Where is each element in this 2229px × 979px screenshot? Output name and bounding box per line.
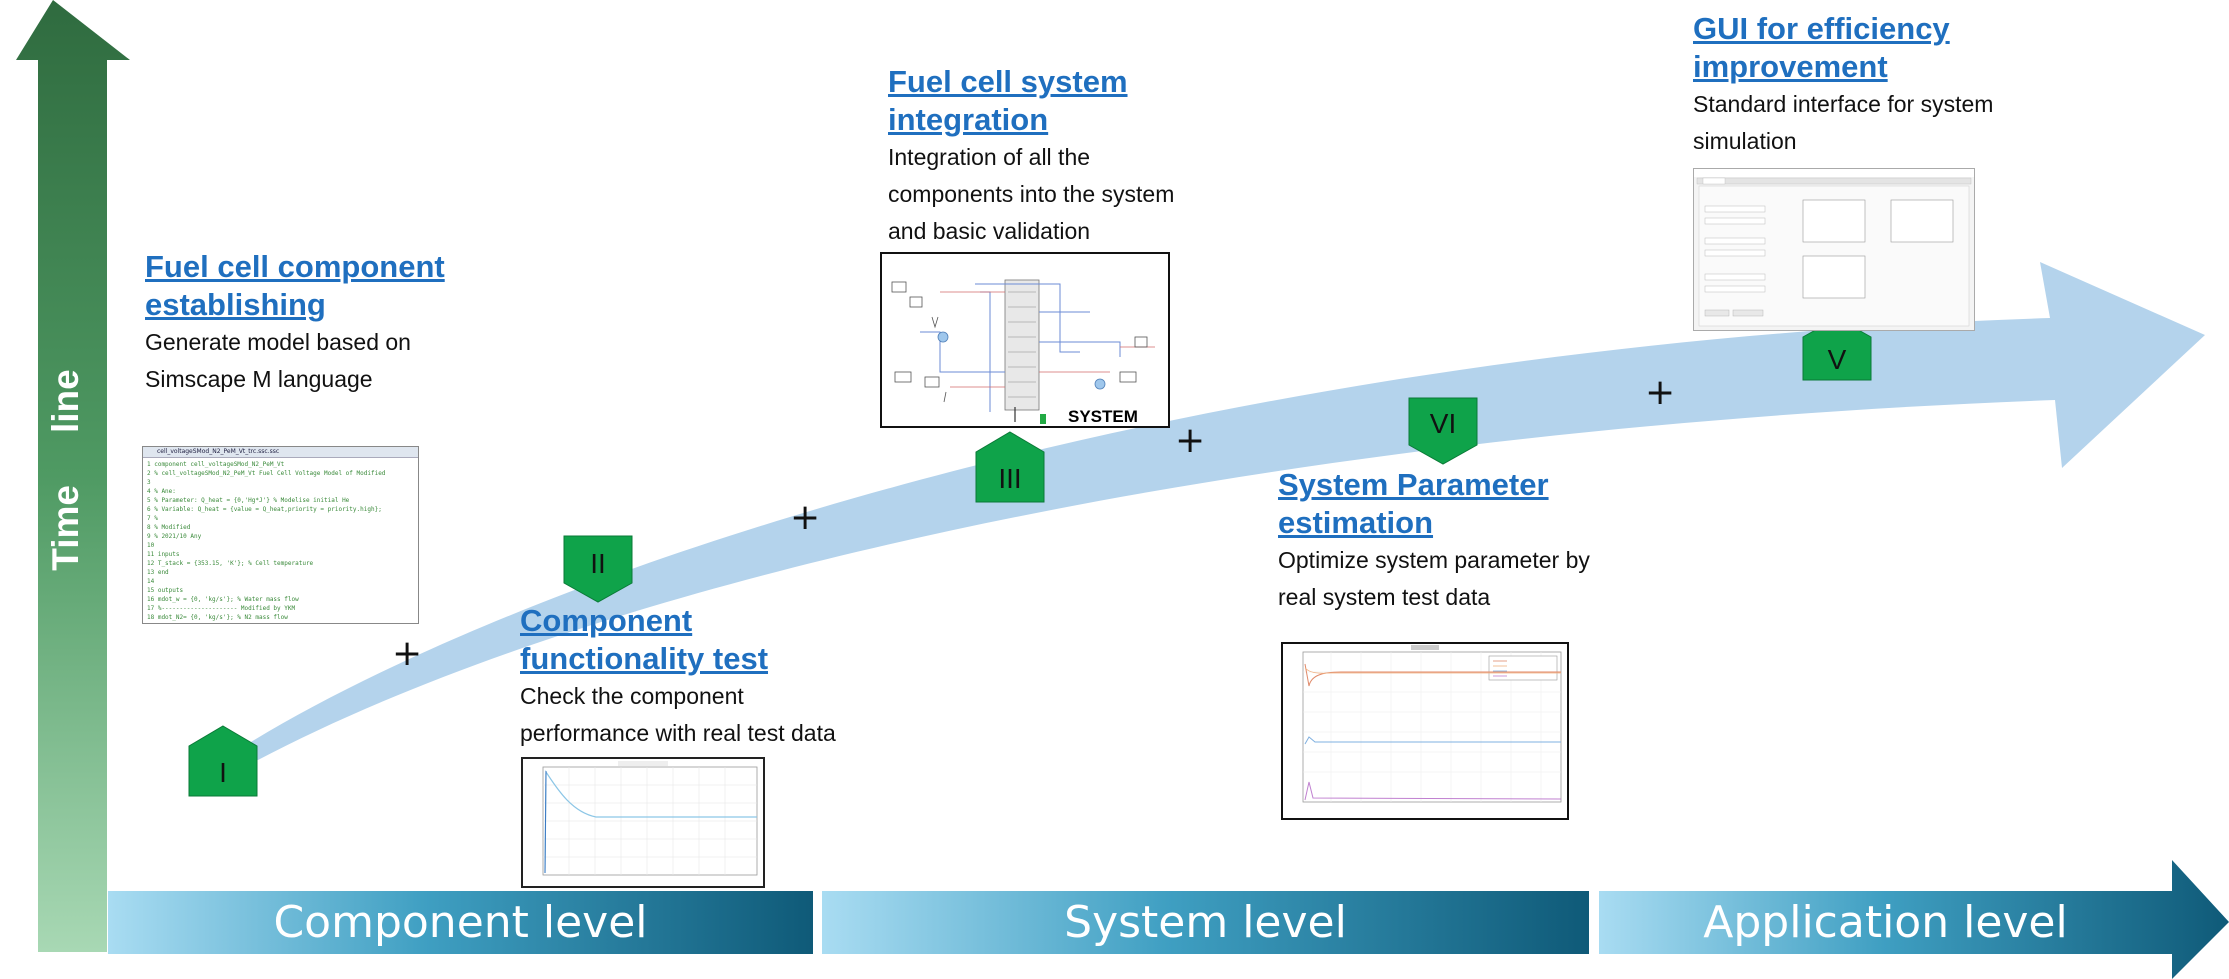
milestone-4-title[interactable]: System Parameter estimation (1278, 467, 1549, 540)
code-line: 18 mdot_N2= {0, 'kg/s'}; % N2 mass flow (147, 614, 288, 621)
level-application: Application level (1703, 897, 2068, 948)
milestone-5-desc: Standard interface for system simulation (1693, 91, 1994, 154)
code-line: 12 T_stack = {353.15, 'K'}; % Cell tempe… (147, 560, 314, 567)
code-line: 4 % Ane: (147, 488, 176, 495)
code-line: 3 (147, 479, 151, 486)
code-line: 9 % 2021/10 Any (147, 533, 202, 540)
code-tab: cell_voltageSMod_N2_PeM_Vt_trc.ssc.ssc (143, 447, 418, 458)
milestone-3: Fuel cell system integration Integration… (888, 63, 1174, 250)
code-line: 17 %--------------------- Modified by YK… (147, 605, 296, 612)
svg-text:I: I (219, 757, 227, 788)
milestone-4-desc: Optimize system parameter by real system… (1278, 547, 1590, 610)
code-line: 10 (147, 542, 155, 549)
gui-window-thumbnail (1693, 168, 1975, 331)
code-lines: 1 component cell_voltageSMod_N2_PeM_Vt 2 … (143, 458, 418, 623)
svg-text:V: V (1828, 344, 1847, 375)
milestone-5-title[interactable]: GUI for efficiency improvement (1693, 11, 1950, 84)
plus-sign-4: + (1645, 372, 1676, 413)
plus-sign-1: + (392, 633, 423, 674)
milestone-5: GUI for efficiency improvement Standard … (1693, 10, 1993, 160)
code-line: 1 component cell_voltageSMod_N2_PeM_Vt (147, 461, 285, 468)
milestone-3-desc: Integration of all the components into t… (888, 144, 1175, 244)
code-line: 11 inputs (147, 551, 180, 558)
milestone-1-desc: Generate model based on Simscape M langu… (145, 329, 411, 392)
marker-v: V (1802, 317, 1872, 381)
milestone-2: Component functionality test Check the c… (520, 602, 836, 752)
system-diagram-thumbnail: SYSTEM (880, 252, 1170, 428)
svg-text:III: III (998, 463, 1021, 494)
milestone-2-title[interactable]: Component functionality test (520, 603, 769, 676)
marker-ii: II (563, 535, 633, 603)
plus-sign-2: + (790, 497, 821, 538)
code-line: 16 mdot_w = {0, 'kg/s'}; % Water mass fl… (147, 596, 299, 603)
level-component: Component level (273, 897, 648, 948)
milestone-2-desc: Check the component performance with rea… (520, 683, 836, 746)
milestone-4: System Parameter estimation Optimize sys… (1278, 466, 1590, 616)
level-system: System level (1064, 897, 1347, 948)
plus-sign-3: + (1175, 420, 1206, 461)
svg-text:VI: VI (1430, 408, 1456, 439)
milestone-3-title[interactable]: Fuel cell system integration (888, 64, 1128, 137)
code-line: 14 (147, 578, 155, 585)
svg-text:II: II (590, 548, 606, 579)
code-line: 6 % Variable: Q_heat = {value = Q_heat,p… (147, 506, 382, 513)
code-line: 7 % (147, 515, 158, 522)
time-axis-arrow (16, 0, 130, 952)
parameter-estimation-plot-thumbnail (1281, 642, 1569, 820)
marker-iii: III (975, 431, 1045, 503)
milestone-1: Fuel cell component establishing Generat… (145, 248, 445, 398)
code-editor-thumbnail: cell_voltageSMod_N2_PeM_Vt_trc.ssc.ssc 1… (142, 446, 419, 624)
code-line: 8 % Modified (147, 524, 191, 531)
marker-vi: VI (1408, 397, 1478, 465)
system-thumb-label: SYSTEM (1068, 407, 1138, 426)
code-line: 5 % Parameter: Q_heat = {0,'Hg*J'} % Mod… (147, 497, 350, 504)
code-line: 15 outputs (147, 587, 184, 594)
component-test-plot-thumbnail (521, 757, 765, 888)
code-line: 13 end (147, 569, 169, 576)
marker-i: I (188, 725, 258, 797)
milestone-1-title[interactable]: Fuel cell component establishing (145, 249, 445, 322)
code-line: 2 % cell_voltageSMod_N2_PeM_Vt Fuel Cell… (147, 470, 386, 477)
